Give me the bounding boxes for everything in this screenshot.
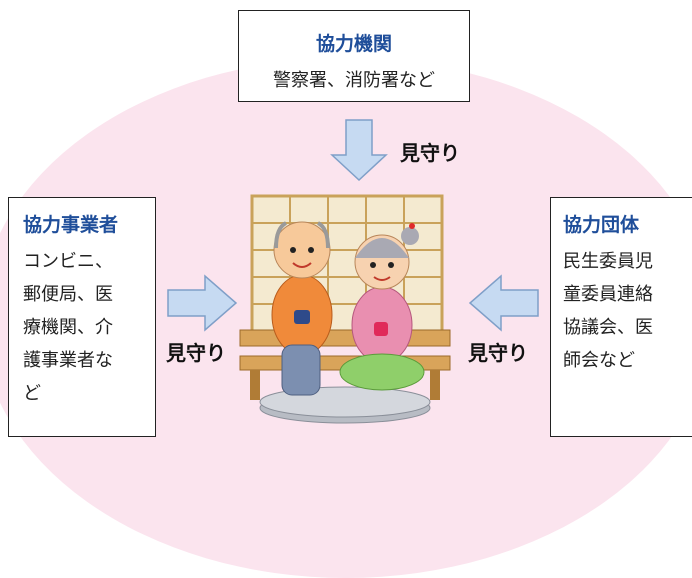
cooperating-agencies-box: 協力機関 警察署、消防署など [238, 10, 470, 102]
watch-label-top: 見守り [400, 141, 460, 165]
cooperating-businesses-line: 護事業者な [23, 350, 113, 371]
illustration-layer [167, 119, 539, 424]
left-arrow-icon [468, 274, 539, 332]
watch-label-left: 見守り [166, 341, 226, 365]
cooperating-agencies-title: 協力機関 [315, 33, 392, 55]
cooperating-agencies-body: 警察署、消防署など [273, 70, 435, 91]
down-arrow-icon [330, 119, 388, 182]
cooperating-businesses-line: コンビニ、 [23, 251, 113, 272]
cooperating-groups-line: 師会など [563, 350, 635, 371]
cooperating-businesses-line: 療機関、介 [23, 317, 113, 338]
cooperating-businesses-line: ど [23, 383, 41, 404]
right-arrow-icon [167, 274, 238, 332]
cooperating-businesses-line: 郵便局、医 [23, 284, 113, 305]
cooperating-businesses-box: 協力事業者 コンビニ、 郵便局、医 療機関、介 護事業者な ど [8, 197, 156, 437]
cooperating-groups-line: 童委員連絡 [563, 284, 653, 305]
cooperating-groups-title: 協力団体 [563, 214, 640, 236]
watch-label-right: 見守り [468, 341, 528, 365]
elderly-couple-illustration [239, 194, 451, 424]
cooperating-groups-box: 協力団体 民生委員児 童委員連絡 協議会、医 師会など [550, 197, 692, 437]
cooperating-businesses-title: 協力事業者 [23, 214, 119, 236]
cooperating-groups-line: 協議会、医 [563, 317, 653, 338]
cooperating-groups-line: 民生委員児 [563, 251, 653, 272]
